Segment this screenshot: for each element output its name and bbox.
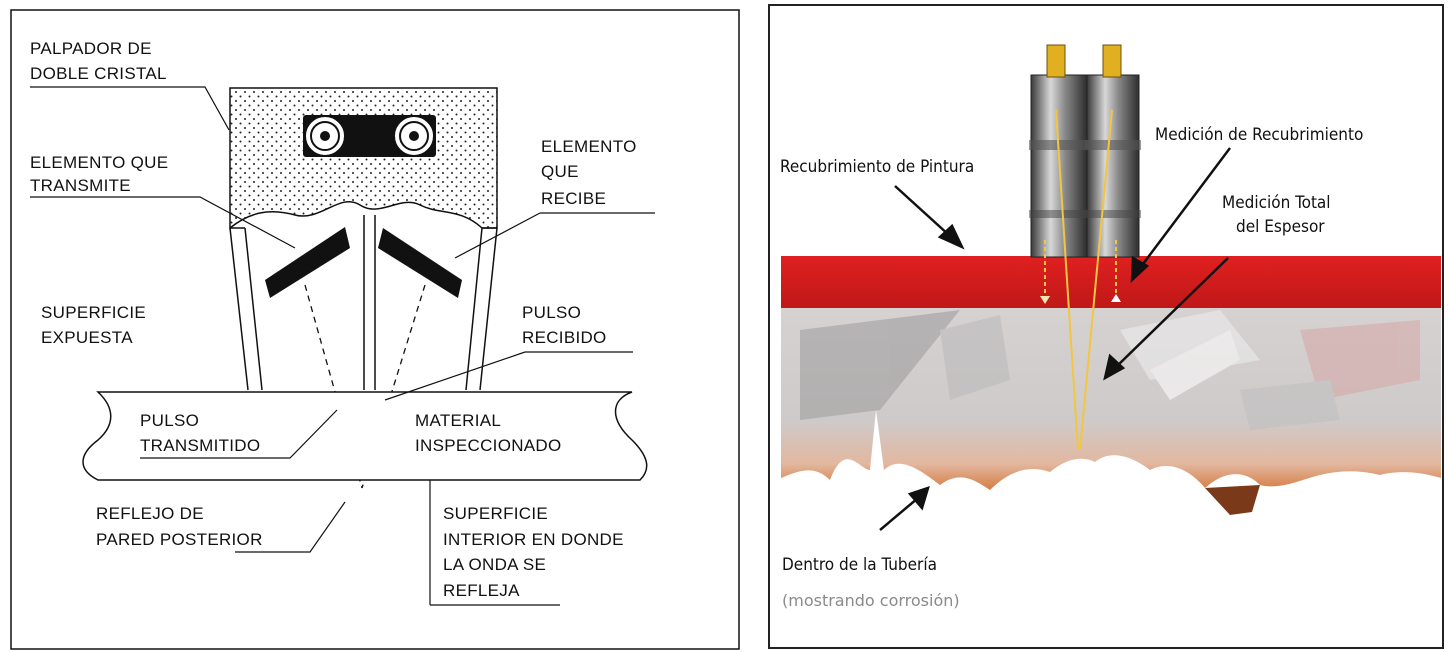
corrosion-pit <box>1205 485 1260 515</box>
label-backwall-2: PARED POSTERIOR <box>96 530 263 549</box>
label-material: MATERIAL <box>415 411 501 430</box>
label-corrosion-note: (mostrando corrosión) <box>782 591 960 610</box>
label-inner-4: REFLEJA <box>443 581 520 600</box>
connector-left-icon <box>304 115 346 157</box>
metal-streaks <box>800 310 1420 430</box>
label-inside-pipe: Dentro de la Tubería <box>782 555 937 575</box>
probe-body <box>229 215 498 391</box>
right-diagram: Recubrimiento de Pintura Medición de Rec… <box>768 4 1444 649</box>
transmit-element <box>265 227 350 298</box>
label-inner: SUPERFICIE <box>443 504 548 523</box>
probe-tip-left <box>1046 44 1066 78</box>
paint-layer <box>781 256 1441 308</box>
label-transmit: ELEMENTO QUE <box>30 153 168 172</box>
probe-tip-right <box>1102 44 1122 78</box>
label-transmitted-2: TRANSMITIDO <box>140 436 260 455</box>
label-transmitted: PULSO <box>140 411 199 430</box>
label-transmit-2: TRANSMITE <box>30 176 131 195</box>
label-probe: PALPADOR DE <box>30 39 152 58</box>
label-inner-2: INTERIOR EN DONDE <box>443 530 624 549</box>
label-receive: ELEMENTO <box>541 137 637 156</box>
probe-housing <box>229 87 498 230</box>
coating-arrow-right-icon <box>1111 294 1121 302</box>
label-probe-2: DOBLE CRISTAL <box>30 64 167 83</box>
label-surface-2: EXPUESTA <box>41 328 133 347</box>
left-diagram: PALPADOR DE DOBLE CRISTAL ELEMENTO QUE T… <box>10 9 740 650</box>
leader-lines <box>30 86 655 606</box>
label-material-2: INSPECCIONADO <box>415 436 562 455</box>
label-coating-measure: Medición de Recubrimiento <box>1155 125 1363 145</box>
connector-right-icon <box>393 115 435 157</box>
label-receive-2: QUE <box>541 162 579 181</box>
ultrasonic-beams <box>1044 109 1117 451</box>
label-receive-3: RECIBE <box>541 189 606 208</box>
label-total-2: del Espesor <box>1236 217 1325 237</box>
corrosion-profile <box>781 410 1441 600</box>
label-inner-3: LA ONDA SE <box>443 555 546 574</box>
ultrasonic-probe <box>1029 44 1141 258</box>
label-paint: Recubrimiento de Pintura <box>780 157 974 177</box>
right-arrows <box>879 147 1231 531</box>
coating-arrow-left-icon <box>1040 296 1050 304</box>
label-received-2: RECIBIDO <box>522 328 607 347</box>
label-received: PULSO <box>522 303 581 322</box>
label-total: Medición Total <box>1222 193 1331 213</box>
receive-element <box>378 228 462 298</box>
label-surface: SUPERFICIE <box>41 303 146 322</box>
label-backwall: REFLEJO DE <box>96 504 204 523</box>
